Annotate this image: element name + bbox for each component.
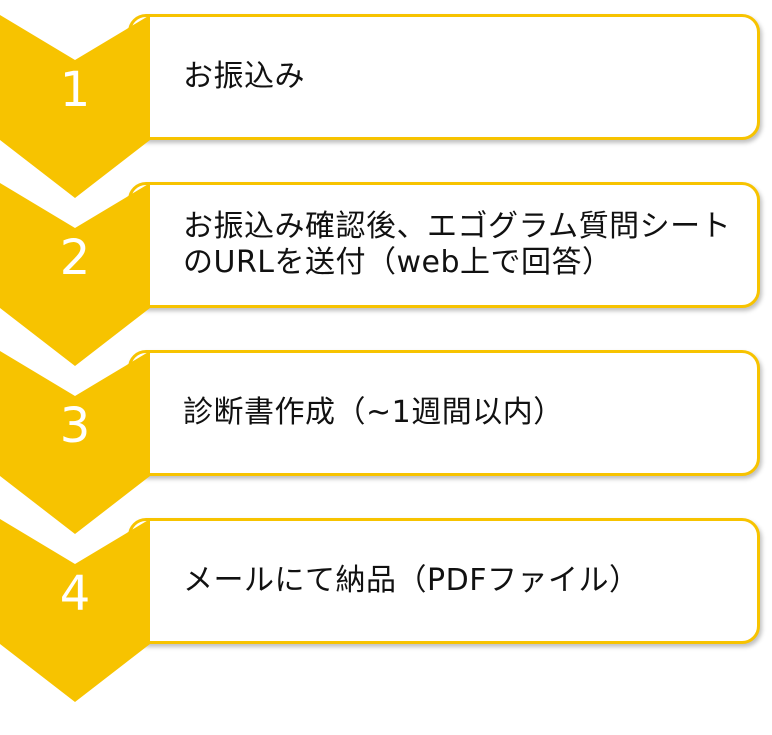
step-4-box: メールにて納品（PDFファイル）	[128, 518, 760, 644]
step-2-box: お振込み確認後、エゴグラム質問シートのURLを送付（web上で回答）	[128, 182, 760, 308]
step-4: メールにて納品（PDFファイル） 4	[0, 504, 772, 704]
step-2-text: お振込み確認後、エゴグラム質問シートのURLを送付（web上で回答）	[183, 209, 732, 280]
step-3-box: 診断書作成（~1週間以内）	[128, 350, 760, 476]
step-4-number: 4	[59, 566, 91, 622]
step-3: 診断書作成（~1週間以内） 3	[0, 336, 772, 536]
step-1: お振込み 1	[0, 0, 772, 200]
step-1-box: お振込み	[128, 14, 760, 140]
step-3-chevron	[0, 351, 150, 534]
step-2-chevron	[0, 183, 150, 366]
step-1-number: 1	[59, 62, 91, 118]
step-1-chevron	[0, 15, 150, 198]
step-3-text: 診断書作成（~1週間以内）	[183, 395, 564, 430]
step-2-number: 2	[59, 230, 91, 286]
step-3-number: 3	[59, 398, 91, 454]
step-4-text: メールにて納品（PDFファイル）	[183, 563, 640, 598]
step-4-chevron	[0, 519, 150, 702]
step-1-text: お振込み	[183, 59, 305, 94]
step-2: お振込み確認後、エゴグラム質問シートのURLを送付（web上で回答） 2	[0, 168, 772, 368]
